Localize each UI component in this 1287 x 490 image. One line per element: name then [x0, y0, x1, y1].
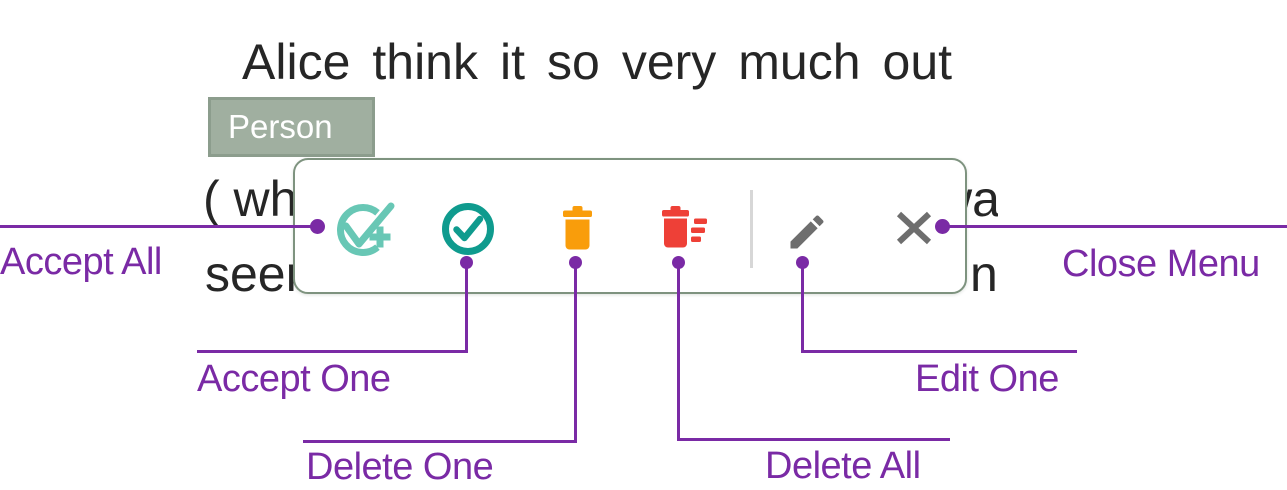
callout-label-delete-one: Delete One: [306, 446, 494, 488]
entity-tag-person[interactable]: Person: [208, 97, 375, 157]
document-token: so: [547, 34, 600, 90]
entity-action-menu: [293, 158, 967, 294]
document-token: it: [500, 34, 525, 90]
callout-dot-delete-all: [672, 256, 685, 269]
callout-dot-close-menu: [935, 219, 950, 234]
pencil-icon: [790, 215, 824, 249]
callout-line-delete-one: [574, 263, 577, 441]
callout-line-accept-one: [197, 350, 468, 353]
callout-line-accept-one: [465, 263, 468, 352]
document-fragment: ( wh: [203, 171, 298, 227]
delete-all-button[interactable]: [662, 206, 708, 248]
document-token: think: [372, 34, 478, 90]
callout-line-edit-one: [801, 263, 804, 351]
trash-sweep-icon: [662, 206, 707, 248]
callout-label-delete-all: Delete All: [765, 445, 921, 487]
callout-label-close-menu: Close Menu: [1062, 243, 1260, 285]
document-line-1: Alice think it so very much out: [242, 37, 952, 87]
delete-one-button[interactable]: [563, 206, 592, 250]
callout-label-edit-one: Edit One: [915, 358, 1059, 400]
close-menu-button[interactable]: [896, 211, 932, 245]
callout-line-accept-all: [0, 225, 311, 228]
document-token: Alice: [242, 34, 351, 90]
callout-line-close-menu: [949, 225, 1287, 228]
callout-label-accept-one: Accept One: [197, 358, 391, 400]
callout-label-accept-all: Accept All: [0, 241, 162, 283]
callout-dot-delete-one: [569, 256, 582, 269]
edit-one-button[interactable]: [785, 210, 829, 254]
callout-line-edit-one: [801, 350, 1077, 353]
accept-one-button[interactable]: [440, 201, 496, 257]
document-token: much: [738, 34, 861, 90]
document-token: out: [882, 34, 953, 90]
check-circle-icon: [442, 203, 494, 255]
close-x-icon: [896, 211, 932, 245]
menu-divider: [750, 190, 753, 268]
callout-dot-accept-one: [460, 256, 473, 269]
callout-line-delete-all: [677, 263, 680, 440]
callout-dot-accept-all: [310, 219, 325, 234]
callout-line-delete-all: [677, 438, 950, 441]
document-fragment: n: [970, 246, 998, 302]
callout-dot-edit-one: [796, 256, 809, 269]
document-token: very: [621, 34, 717, 90]
accept-all-button[interactable]: [333, 199, 395, 261]
check-plus-circle-icon: [337, 202, 395, 256]
callout-line-delete-one: [303, 440, 577, 443]
trash-icon: [563, 206, 592, 250]
